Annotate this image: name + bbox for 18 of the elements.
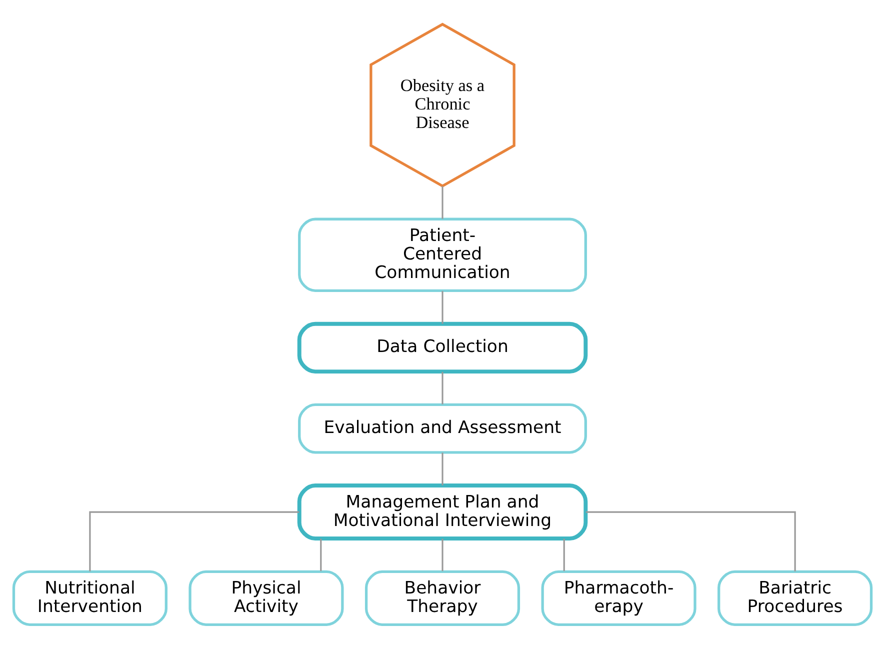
- node-box: Data Collection: [297, 321, 588, 374]
- connector: [586, 510, 796, 571]
- node-box: Physical Activity: [188, 570, 344, 626]
- node-box: Evaluation and Assessment: [298, 402, 587, 454]
- connector: [442, 290, 444, 324]
- connector: [442, 538, 444, 571]
- node-box: Behavior Therapy: [364, 570, 520, 626]
- connector: [442, 452, 444, 485]
- node-box: Nutritional Intervention: [12, 570, 168, 626]
- connector: [442, 186, 444, 218]
- connector: [320, 538, 322, 571]
- connector: [442, 371, 444, 404]
- connector: [89, 510, 300, 571]
- connector: [563, 538, 565, 571]
- node-box: Bariatric Procedures: [718, 570, 873, 626]
- node-box: Pharmacoth- erapy: [541, 570, 696, 626]
- node-box: Patient- Centered Communication: [298, 217, 587, 292]
- node-box: Management Plan and Motivational Interviewing: [297, 483, 588, 540]
